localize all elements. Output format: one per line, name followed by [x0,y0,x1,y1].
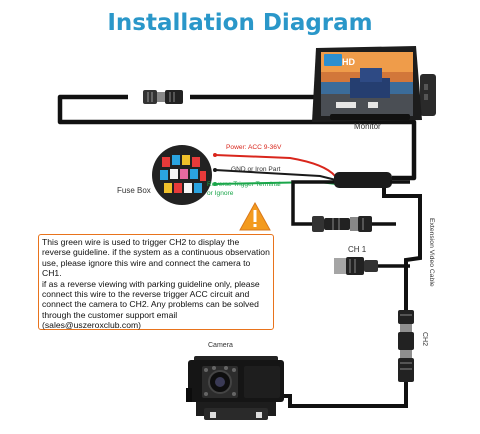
camera-image [186,356,284,420]
note-text-2: if as a reverse viewing with parking gui… [42,278,260,331]
fuse-box-label: Fuse Box [117,186,151,195]
fuse-box-image [152,145,212,205]
ch2-label: CH2 [421,332,428,347]
ch2-connector [398,310,414,382]
extension-cable-label: Extension Video Cable [428,218,435,287]
gnd-wire [214,169,337,181]
diagram-title: Installation Diagram [107,10,373,36]
camera-label: Camera [208,342,233,349]
cable-splitter [334,172,392,188]
power-wire [214,154,336,177]
monitor-cable-connector [143,90,183,104]
warning-icon [239,201,271,231]
power-label: Power: ACC 9-36V [226,144,282,151]
main-cable [57,94,417,181]
reverse-label-1: Reverse Trigger Terminal [207,181,281,188]
ch1-open-connector [334,257,378,275]
ch2-branch-cable [382,188,422,314]
ch1-label: CH 1 [348,245,367,254]
hd-badge: HD [342,57,355,67]
ch1-connector-pair [312,216,396,232]
gnd-label: GND or Iron Part [231,166,281,173]
note-box: This green wire is used to trigger CH2 t… [38,234,274,330]
monitor-label: Monitor [354,122,381,131]
reverse-label-2: or Ignore [207,190,234,197]
note-text-1: This green wire is used to trigger CH2 t… [42,237,270,279]
monitor [312,46,436,122]
